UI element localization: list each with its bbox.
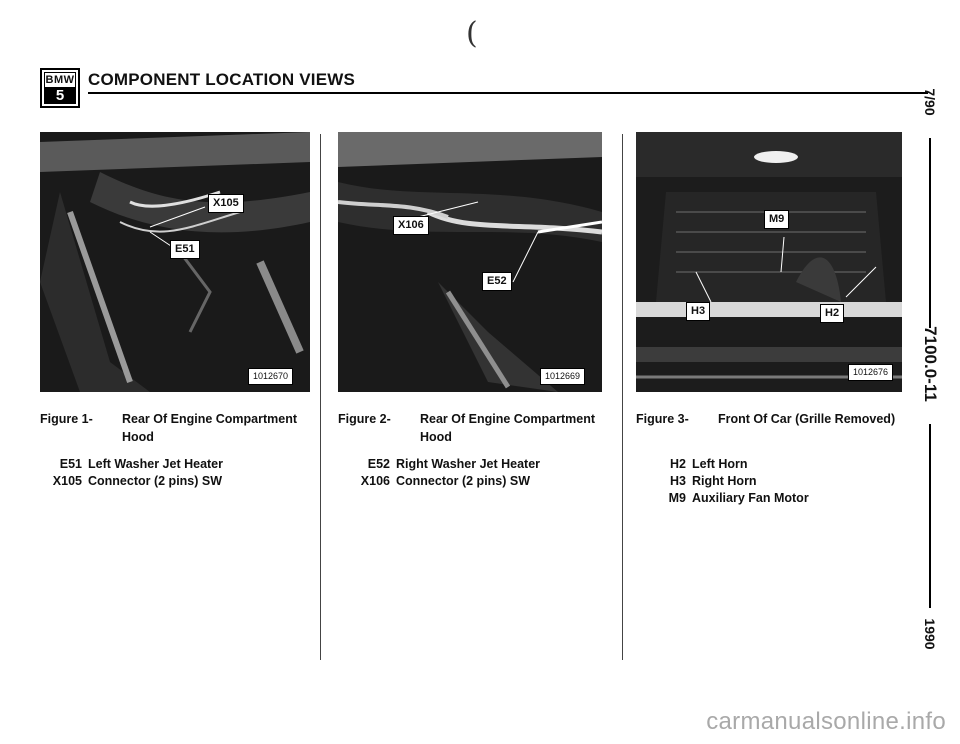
bmw-5-series-logo: BMW 5: [40, 68, 80, 108]
callout-x106: X106: [393, 216, 429, 235]
legend-item: E51 Left Washer Jet Heater: [44, 456, 223, 473]
legend-text: Right Washer Jet Heater: [396, 457, 541, 471]
side-year: 1990: [922, 618, 938, 650]
photo-id-label: 1012670: [248, 368, 294, 385]
legend-item: X105 Connector (2 pins) SW: [44, 473, 223, 490]
figure-3-label: Figure 3-: [636, 412, 689, 426]
legend-code: H3: [670, 474, 686, 488]
side-date: 7/90: [922, 88, 938, 116]
figure-1-label: Figure 1-: [40, 412, 93, 426]
legend-code: X106: [360, 474, 390, 488]
legend-text: Auxiliary Fan Motor: [692, 491, 809, 505]
figure-1-photo: X105 E51 1012670: [40, 132, 310, 392]
figure-1-legend: E51 Left Washer Jet Heater X105 Connector …: [44, 456, 223, 490]
column-divider-2: [622, 134, 623, 660]
photo-id-label: 1012676: [848, 364, 894, 381]
callout-e52: E52: [482, 272, 512, 291]
legend-text: Connector (2 pins) SW: [88, 474, 223, 488]
callout-e51: E51: [170, 240, 200, 259]
legend-text: Left Washer Jet Heater: [88, 457, 223, 471]
figure-1-caption-line-2: Hood: [122, 430, 154, 444]
figure-1-caption: Figure 1- Rear Of Engine Compartment Hood: [40, 410, 310, 446]
legend-code: X105: [52, 474, 82, 488]
side-rule-2: [929, 424, 931, 608]
legend-code: E52: [367, 457, 390, 471]
legend-code: H2: [670, 457, 686, 471]
side-page-number: 7100.0-11: [921, 326, 940, 402]
legend-text: Left Horn: [692, 457, 748, 471]
figure-3-legend: H2 Left Horn H3 Right Horn M9 Auxiliary Fan…: [648, 456, 809, 507]
figure-2-caption: Figure 2- Rear Of Engine Compartment Hood: [338, 410, 608, 446]
page-title: COMPONENT LOCATION VIEWS: [88, 70, 356, 89]
stray-parenthesis-mark: (: [466, 16, 478, 51]
callout-m9: M9: [764, 210, 790, 229]
figure-3-caption: Figure 3- Front Of Car (Grille Removed): [636, 410, 906, 428]
logo-series: 5: [44, 87, 76, 104]
legend-item: H2 Left Horn: [648, 456, 809, 473]
legend-code: M9: [668, 491, 686, 505]
figure-3-photo-art: [636, 132, 902, 392]
legend-item: M9 Auxiliary Fan Motor: [648, 490, 809, 507]
side-margin: 7/90 7100.0-11 1990: [917, 84, 943, 664]
callout-h2: H2: [820, 304, 845, 323]
legend-text: Connector (2 pins) SW: [396, 474, 531, 488]
legend-code: E51: [59, 457, 82, 471]
legend-text: Right Horn: [692, 474, 757, 488]
header-rule: [88, 92, 928, 94]
figure-1-photo-art: [40, 132, 310, 392]
figure-2-photo-art: [338, 132, 602, 392]
callout-x105: X105: [208, 194, 244, 213]
figure-2-caption-line-2: Hood: [420, 430, 452, 444]
legend-item: X106 Connector (2 pins) SW: [352, 473, 540, 490]
figure-3-caption-line-1: Front Of Car (Grille Removed): [718, 412, 896, 426]
side-rule-1: [929, 138, 931, 328]
figure-2-photo: X106 E52 1012669: [338, 132, 602, 392]
legend-item: H3 Right Horn: [648, 473, 809, 490]
figure-2-caption-line-1: Rear Of Engine Compartment: [420, 412, 596, 426]
photo-id-label: 1012669: [540, 368, 586, 385]
figure-2-legend: E52 Right Washer Jet Heater X106 Connector…: [352, 456, 540, 490]
column-divider-1: [320, 134, 321, 660]
figure-2-label: Figure 2-: [338, 412, 391, 426]
figure-3-photo: M9 H3 H2 1012676: [636, 132, 902, 392]
figure-1-caption-line-1: Rear Of Engine Compartment: [122, 412, 298, 426]
legend-item: E52 Right Washer Jet Heater: [352, 456, 540, 473]
watermark-text: carmanualsonline.info: [706, 708, 946, 735]
callout-h3: H3: [686, 302, 711, 321]
